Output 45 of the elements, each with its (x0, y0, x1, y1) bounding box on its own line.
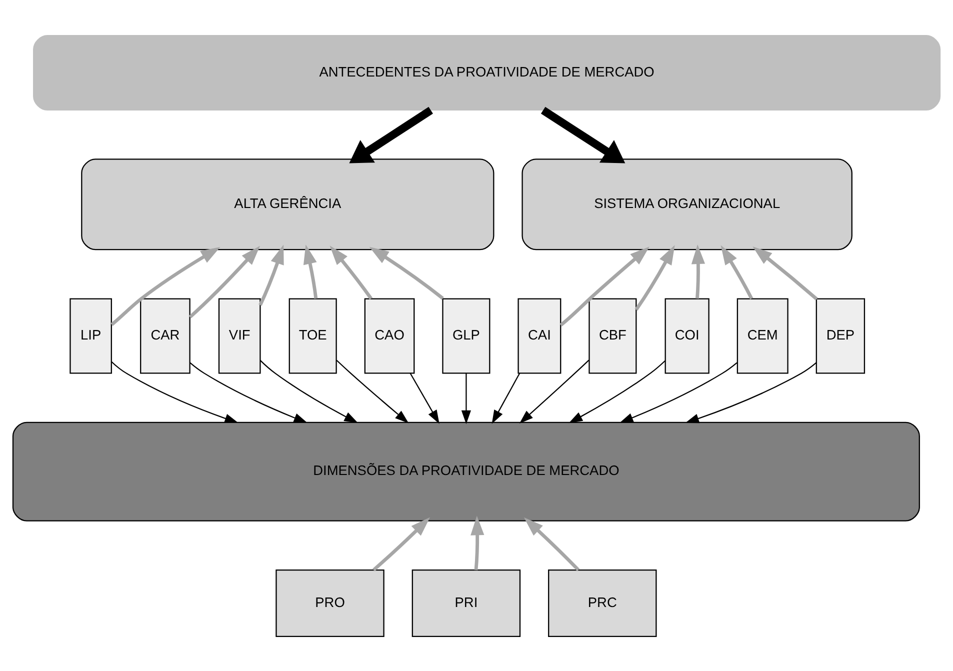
node-box: ANTECEDENTES DA PROATIVIDADE DE MERCADO (33, 34, 941, 110)
arrow (110, 246, 220, 326)
node-box: CAI (518, 298, 562, 374)
node-box: CEM (736, 298, 788, 374)
arrow (410, 372, 440, 424)
arrow (461, 372, 472, 424)
arrow (634, 244, 675, 310)
arrow (470, 515, 484, 570)
node-box: GLP (442, 298, 490, 374)
arrow (349, 106, 433, 163)
arrow (560, 246, 650, 326)
arrow (111, 360, 238, 423)
arrow (568, 360, 666, 423)
node-box: CBF (588, 298, 637, 374)
node-box: ALTA GERÊNCIA (81, 158, 494, 250)
node-box: PRC (548, 568, 657, 636)
node-box: PRO (276, 568, 384, 636)
arrow (190, 362, 308, 422)
node-box: DIMENSÕES DA PROATIVIDADE DE MERCADO (12, 421, 920, 521)
node-box: VIF (218, 298, 261, 374)
arrow (540, 106, 626, 163)
arrow (752, 246, 818, 300)
node-box: CAO (364, 298, 415, 374)
arrow (524, 516, 580, 571)
arrow (369, 246, 444, 300)
node-box: TOE (288, 298, 337, 374)
node-box: LIP (70, 298, 112, 374)
arrow (372, 516, 430, 571)
node-box: CAR (140, 298, 190, 374)
arrow (330, 245, 373, 300)
arrow (188, 245, 260, 318)
arrow (519, 359, 590, 423)
arrow (619, 362, 738, 422)
node-box: PRI (412, 568, 521, 636)
arrow (258, 244, 284, 306)
arrow (691, 244, 706, 298)
node-box: SISTEMA ORGANIZACIONAL (522, 158, 852, 250)
arrow (685, 362, 817, 423)
arrow (336, 359, 409, 423)
node-box: COI (664, 298, 710, 374)
arrow (492, 372, 520, 424)
node-box: DEP (816, 298, 866, 374)
arrow (260, 360, 358, 423)
arrow (720, 244, 754, 299)
arrow (303, 244, 318, 298)
